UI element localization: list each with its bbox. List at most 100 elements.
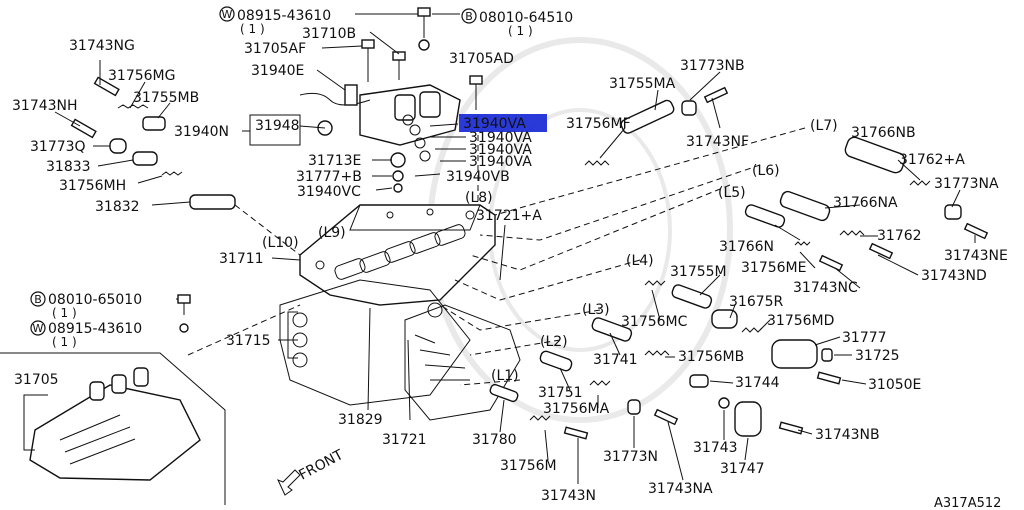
left-valve-stack (70, 76, 236, 210)
label-31705af: 31705AF (244, 41, 306, 57)
label-31705: 31705 (14, 372, 59, 388)
label-l3: (L3) (582, 302, 610, 318)
label-31756mf: 31756MF (566, 116, 631, 132)
control-valve-lower-body (404, 302, 521, 421)
label-31940vc: 31940VC (297, 184, 361, 200)
label-31780: 31780 (472, 432, 517, 448)
label-31773na: 31773NA (934, 176, 999, 192)
label-31766n: 31766N (719, 239, 774, 255)
label-31743: 31743 (693, 440, 738, 456)
label-31940vb: 31940VB (446, 169, 510, 185)
label-31940va: 31940VA (469, 130, 532, 146)
label-31675r: 31675R (729, 294, 784, 310)
label-31743nc: 31743NC (793, 280, 858, 296)
label-31756mh: 31756MH (59, 178, 126, 194)
diagram-code: A317A512 (934, 496, 1001, 510)
label-31711: 31711 (219, 251, 264, 267)
label-qty: ( 1 ) (52, 335, 77, 349)
label-31773n: 31773N (603, 449, 658, 465)
label-31744: 31744 (735, 375, 780, 391)
label-31833: 31833 (46, 159, 91, 175)
label-l7: (L7) (810, 118, 838, 134)
part-labels: 08915-43610 ( 1 ) 08010-64510 ( 1 ) 3171… (12, 8, 1008, 510)
label-31743nb: 31743NB (815, 427, 880, 443)
label-31940va: 31940VA (469, 154, 532, 170)
label-31715: 31715 (226, 333, 271, 349)
label-31721: 31721 (382, 432, 427, 448)
label-31756me: 31756ME (741, 260, 806, 276)
label-31762a: 31762+A (899, 152, 965, 168)
label-31940e: 31940E (251, 63, 304, 79)
label-31940n: 31940N (174, 124, 229, 140)
svg-text:W: W (33, 322, 44, 335)
right-valve-trains (489, 86, 989, 440)
label-31829: 31829 (338, 412, 383, 428)
label-31766na: 31766NA (833, 195, 898, 211)
label-31940va: 31940VA (469, 142, 532, 158)
label-31751: 31751 (538, 385, 583, 401)
label-31755ma: 31755MA (609, 76, 676, 92)
label-31773q: 31773Q (30, 139, 86, 155)
label-31743nh: 31743NH (12, 98, 78, 114)
top-bolts (177, 7, 483, 333)
front-label: FRONT (296, 447, 346, 484)
label-31755m: 31755M (670, 264, 727, 280)
bolt-symbol-top: B (461, 8, 477, 24)
label-31747: 31747 (720, 461, 765, 477)
label-31777: 31777 (842, 330, 887, 346)
label-w08915-43610: 08915-43610 (237, 8, 331, 24)
label-l1: (L1) (491, 368, 519, 384)
label-l5: (L5) (718, 185, 746, 201)
label-31756md: 31756MD (767, 313, 834, 329)
label-31743nd: 31743ND (921, 268, 987, 284)
front-arrow-icon (277, 469, 301, 496)
svg-text:B: B (465, 10, 473, 23)
label-31725: 31725 (855, 348, 900, 364)
svg-text:B: B (34, 293, 42, 306)
label-31721a: 31721+A (476, 208, 542, 224)
label-l10: (L10) (262, 235, 299, 251)
label-l8: (L8) (465, 190, 493, 206)
label-31756mg: 31756MG (108, 68, 175, 84)
label-l4: (L4) (626, 253, 654, 269)
label-31756mb: 31756MB (678, 349, 744, 365)
label-qty: ( 1 ) (508, 24, 533, 38)
assembly-guide-lines (187, 115, 806, 386)
highlight-box (459, 114, 547, 132)
leader-lines (23, 13, 976, 484)
inset-assembly-box (0, 352, 226, 505)
label-31743na: 31743NA (648, 481, 713, 497)
label-31777b: 31777+B (296, 169, 362, 185)
label-qty: ( 1 ) (240, 22, 265, 36)
label-31710b: 31710B (302, 26, 356, 42)
label-31756m: 31756M (500, 458, 557, 474)
label-31743nf: 31743NF (686, 134, 749, 150)
washer-symbol-top: W (219, 6, 235, 22)
label-31762: 31762 (877, 228, 922, 244)
bolt-symbol-left: B (30, 291, 46, 307)
label-qty: ( 1 ) (52, 306, 77, 320)
label-31743n: 31743N (541, 488, 596, 504)
label-31756ma: 31756MA (543, 401, 610, 417)
label-31050e: 31050E (868, 377, 921, 393)
label-l6: (L6) (752, 163, 780, 179)
label-31743ng: 31743NG (69, 38, 135, 54)
label-31741: 31741 (593, 352, 638, 368)
washer-symbol-left: W (30, 320, 46, 336)
label-31948: 31948 (255, 118, 300, 134)
valve-body-assembly (299, 204, 496, 306)
label-w08915-43610-lower: 08915-43610 (48, 321, 142, 337)
label-31713e: 31713E (308, 153, 361, 169)
label-31832: 31832 (95, 199, 140, 215)
label-31705ad: 31705AD (449, 51, 514, 67)
label-31773nb: 31773NB (680, 58, 745, 74)
separator-plate (279, 279, 471, 406)
label-l9: (L9) (318, 225, 346, 241)
label-31940va-highlighted: 31940VA (463, 116, 526, 132)
label-31756mc: 31756MC (621, 314, 688, 330)
label-31755mb: 31755MB (133, 90, 199, 106)
label-l2: (L2) (540, 334, 568, 350)
svg-text:W: W (222, 8, 233, 21)
label-31766nb: 31766NB (851, 125, 916, 141)
